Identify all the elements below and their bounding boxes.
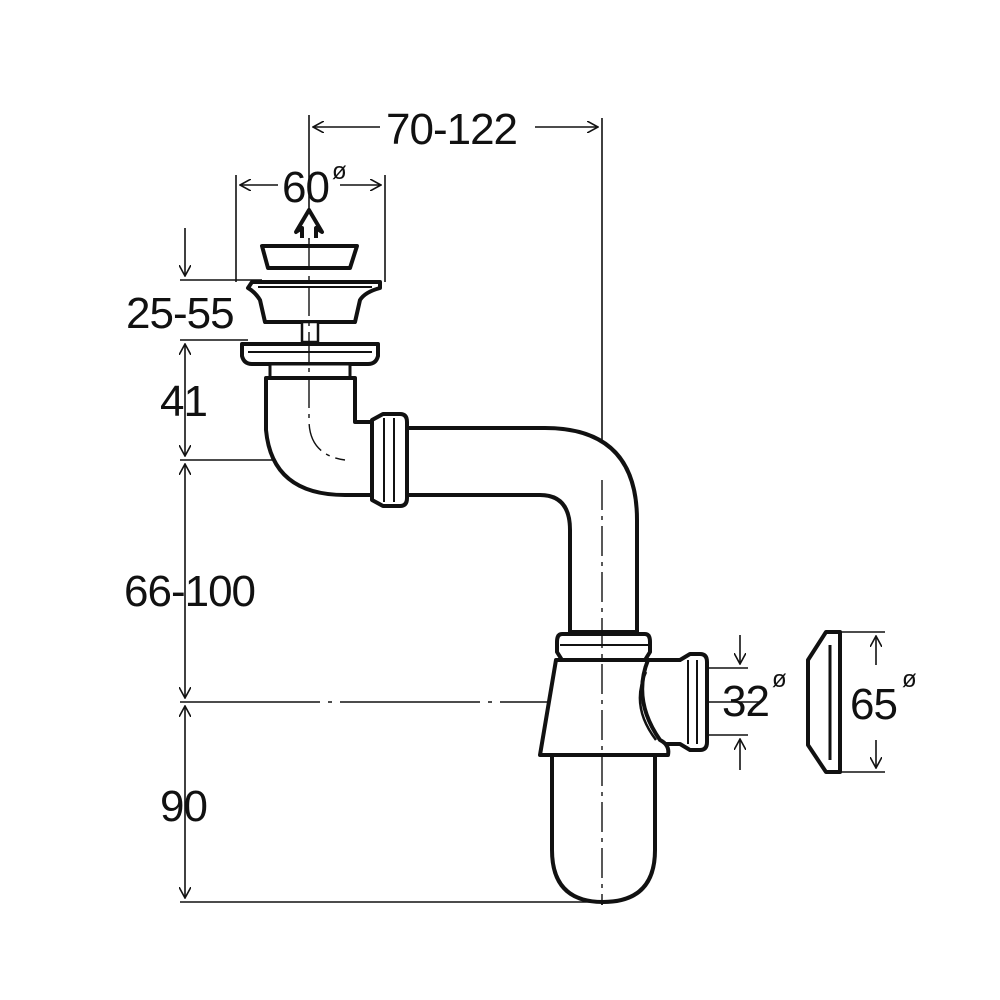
elbow — [264, 376, 374, 497]
wall-rosette — [806, 630, 842, 774]
center-lines — [308, 240, 603, 905]
dim-rosette-diameter: 65 — [850, 680, 898, 729]
dim-outlet-diameter: 32 — [722, 677, 770, 726]
diameter-symbol: ø — [772, 666, 787, 693]
sink-flange — [240, 342, 380, 366]
strainer-basket — [246, 280, 382, 324]
horizontal-pipe — [398, 426, 639, 634]
diameter-symbol: ø — [902, 666, 917, 693]
dim-horizontal-offset: 70-122 — [386, 105, 518, 154]
dim-strainer-diameter: 60 — [282, 163, 330, 212]
elbow-nut — [370, 412, 409, 508]
dim-strainer-height: 25-55 — [126, 289, 235, 338]
diameter-symbol: ø — [332, 158, 347, 185]
trap-assembly — [240, 208, 842, 904]
trap-cup — [550, 753, 657, 904]
dim-flange-to-center: 41 — [160, 377, 208, 426]
dim-trap-height: 90 — [160, 782, 208, 831]
dim-vertical-offset: 66-100 — [124, 567, 256, 616]
dimension-lines — [180, 115, 885, 905]
trap-nut — [555, 632, 652, 662]
plug-handle — [294, 208, 324, 238]
